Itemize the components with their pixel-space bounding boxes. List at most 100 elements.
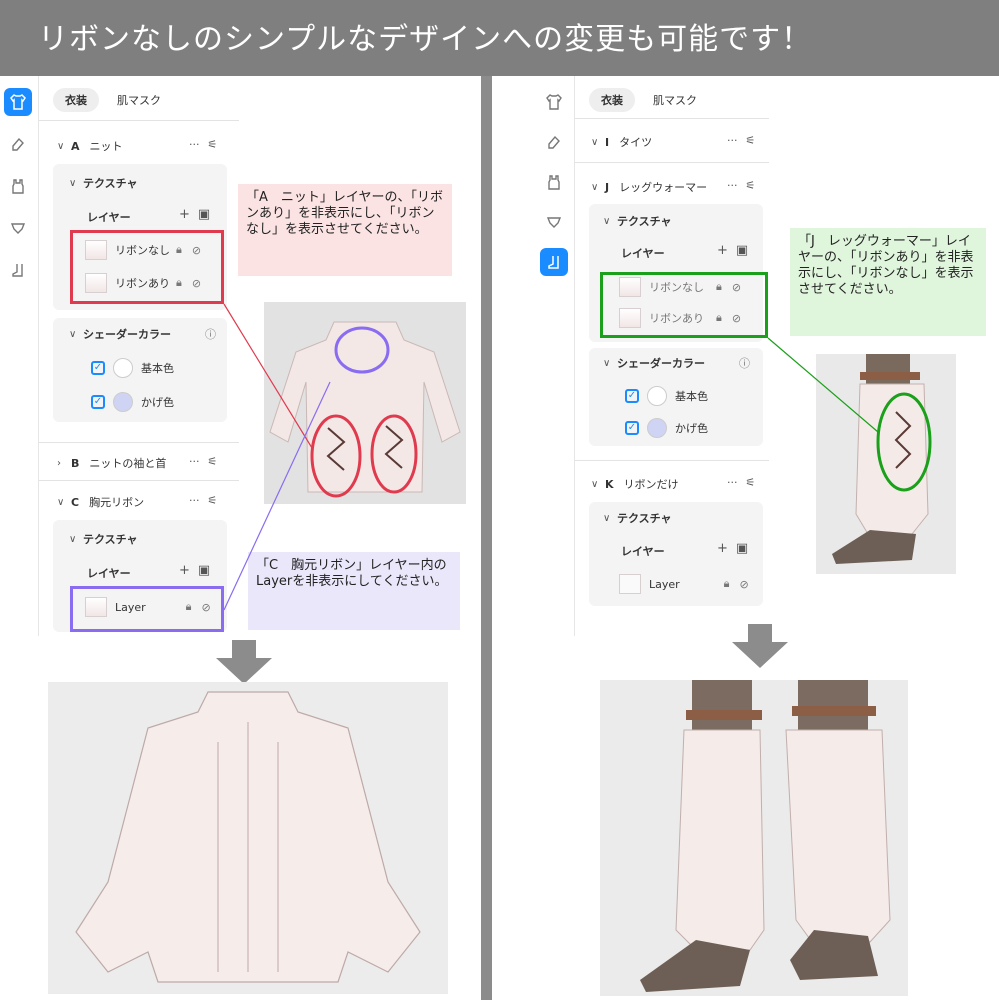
add-icon[interactable]: +: [179, 563, 190, 578]
texture-header[interactable]: ∨ テクスチャ: [603, 213, 672, 229]
more-icon[interactable]: ···: [727, 134, 738, 147]
add-image-icon[interactable]: ▣: [735, 243, 749, 258]
tank-top-icon[interactable]: [540, 168, 568, 196]
eye-off-icon[interactable]: ⊘: [731, 280, 742, 294]
texture-label: テクスチャ: [83, 533, 138, 546]
group-b-header[interactable]: › B ニットの袖と首: [57, 455, 166, 471]
group-name: ニットの袖と首: [89, 457, 167, 470]
lock-icon[interactable]: 🔒︎: [716, 311, 722, 324]
layer-label: レイヤー: [87, 211, 131, 224]
underwear-icon[interactable]: [540, 208, 568, 236]
layer-row[interactable]: リボンなし 🔒︎ ⊘: [619, 277, 741, 297]
group-k-header[interactable]: ∨ K リボンだけ: [591, 476, 679, 492]
settings-sliders-icon[interactable]: ⚟: [207, 138, 218, 151]
color-swatch[interactable]: [113, 392, 133, 412]
sock-icon[interactable]: [4, 256, 32, 284]
eraser-icon[interactable]: [4, 130, 32, 158]
layer-row[interactable]: Layer 🔒︎ ⊘: [619, 574, 749, 594]
highlight-box-green: [600, 272, 768, 338]
group-c-header[interactable]: ∨ C 胸元リボン: [57, 494, 144, 510]
layer-thumbnail: [619, 308, 641, 328]
more-icon[interactable]: ···: [727, 179, 738, 192]
texture-section: [53, 164, 227, 310]
lock-icon[interactable]: 🔒︎: [185, 600, 192, 613]
layer-row[interactable]: リボンあり 🔒︎ ⊘: [85, 273, 201, 293]
banner-title: リボンなしのシンプルなデザインへの変更も可能です！: [38, 22, 813, 57]
settings-sliders-icon[interactable]: ⚟: [745, 476, 756, 489]
add-image-icon[interactable]: ▣: [197, 563, 211, 578]
leg-warmer-preview-image: [816, 354, 956, 574]
panel-tabs: 衣装 肌マスク: [53, 88, 173, 112]
more-icon[interactable]: ···: [189, 455, 200, 468]
group-a-header[interactable]: ∨ A ニット: [57, 138, 123, 154]
group-letter: C: [71, 495, 80, 509]
add-icon[interactable]: +: [717, 243, 728, 258]
shader-base-row[interactable]: ✓ 基本色: [625, 386, 708, 406]
sock-icon[interactable]: [540, 248, 568, 276]
color-swatch[interactable]: [647, 386, 667, 406]
group-name: 胸元リボン: [89, 496, 145, 509]
texture-header[interactable]: ∨ テクスチャ: [69, 531, 138, 547]
shirt-icon[interactable]: [4, 88, 32, 116]
lock-icon[interactable]: 🔒︎: [176, 243, 182, 256]
eye-off-icon[interactable]: ⊘: [201, 600, 211, 614]
settings-sliders-icon[interactable]: ⚟: [207, 494, 218, 507]
group-i-header[interactable]: ∨ I タイツ: [591, 134, 652, 150]
shader-header[interactable]: ∨ シェーダーカラー ⓘ: [603, 355, 750, 371]
checkbox[interactable]: ✓: [91, 361, 105, 375]
texture-header[interactable]: ∨ テクスチャ: [603, 510, 672, 526]
sweater-result-image: [48, 682, 448, 994]
more-icon[interactable]: ···: [727, 476, 738, 489]
chevron-down-icon: ∨: [57, 140, 65, 152]
more-icon[interactable]: ···: [189, 494, 200, 507]
tab-skin-mask[interactable]: 肌マスク: [653, 94, 697, 107]
group-letter: I: [605, 135, 610, 149]
add-icon[interactable]: +: [179, 207, 190, 222]
lock-icon[interactable]: 🔒︎: [176, 276, 182, 289]
eye-off-icon[interactable]: ⊘: [191, 243, 202, 257]
settings-sliders-icon[interactable]: ⚟: [745, 134, 756, 147]
shader-base-row[interactable]: ✓ 基本色: [91, 358, 174, 378]
layer-row[interactable]: リボンあり 🔒︎ ⊘: [619, 308, 741, 328]
layer-row[interactable]: リボンなし 🔒︎ ⊘: [85, 240, 201, 260]
settings-sliders-icon[interactable]: ⚟: [207, 455, 218, 468]
group-c-tools: ··· ⚟: [189, 494, 217, 507]
shader-shade-row[interactable]: ✓ かげ色: [91, 392, 174, 412]
eye-off-icon[interactable]: ⊘: [739, 577, 749, 591]
eraser-icon[interactable]: [540, 128, 568, 156]
tab-skin-mask[interactable]: 肌マスク: [117, 94, 161, 107]
texture-header[interactable]: ∨ テクスチャ: [69, 175, 138, 191]
tab-costume[interactable]: 衣装: [53, 88, 99, 112]
checkbox[interactable]: ✓: [625, 389, 639, 403]
lock-icon[interactable]: 🔒︎: [723, 577, 730, 590]
checkbox[interactable]: ✓: [625, 421, 639, 435]
layer-name: リボンあり: [115, 277, 170, 290]
color-swatch[interactable]: [113, 358, 133, 378]
help-icon[interactable]: ⓘ: [205, 328, 216, 341]
color-swatch[interactable]: [647, 418, 667, 438]
layer-tools: + ▣: [717, 243, 748, 258]
checkbox[interactable]: ✓: [91, 395, 105, 409]
group-letter: B: [71, 456, 80, 470]
group-letter: K: [605, 477, 614, 491]
add-image-icon[interactable]: ▣: [197, 207, 211, 222]
settings-sliders-icon[interactable]: ⚟: [745, 179, 756, 192]
lock-icon[interactable]: 🔒︎: [716, 280, 722, 293]
group-j-header[interactable]: ∨ J レッグウォーマー: [591, 179, 707, 195]
eye-off-icon[interactable]: ⊘: [731, 311, 742, 325]
shirt-icon[interactable]: [540, 88, 568, 116]
tank-top-icon[interactable]: [4, 172, 32, 200]
tab-costume[interactable]: 衣装: [589, 88, 635, 112]
add-image-icon[interactable]: ▣: [735, 541, 749, 556]
shader-header[interactable]: ∨ シェーダーカラー ⓘ: [69, 326, 216, 342]
pane-divider: [481, 76, 492, 1000]
eye-off-icon[interactable]: ⊘: [191, 276, 202, 290]
add-icon[interactable]: +: [717, 541, 728, 556]
help-icon[interactable]: ⓘ: [739, 357, 750, 370]
layer-thumbnail: [85, 273, 107, 293]
underwear-icon[interactable]: [4, 214, 32, 242]
more-icon[interactable]: ···: [189, 138, 200, 151]
layer-row[interactable]: Layer 🔒︎ ⊘: [85, 597, 211, 617]
shader-shade-row[interactable]: ✓ かげ色: [625, 418, 708, 438]
shader-section: [53, 318, 227, 422]
